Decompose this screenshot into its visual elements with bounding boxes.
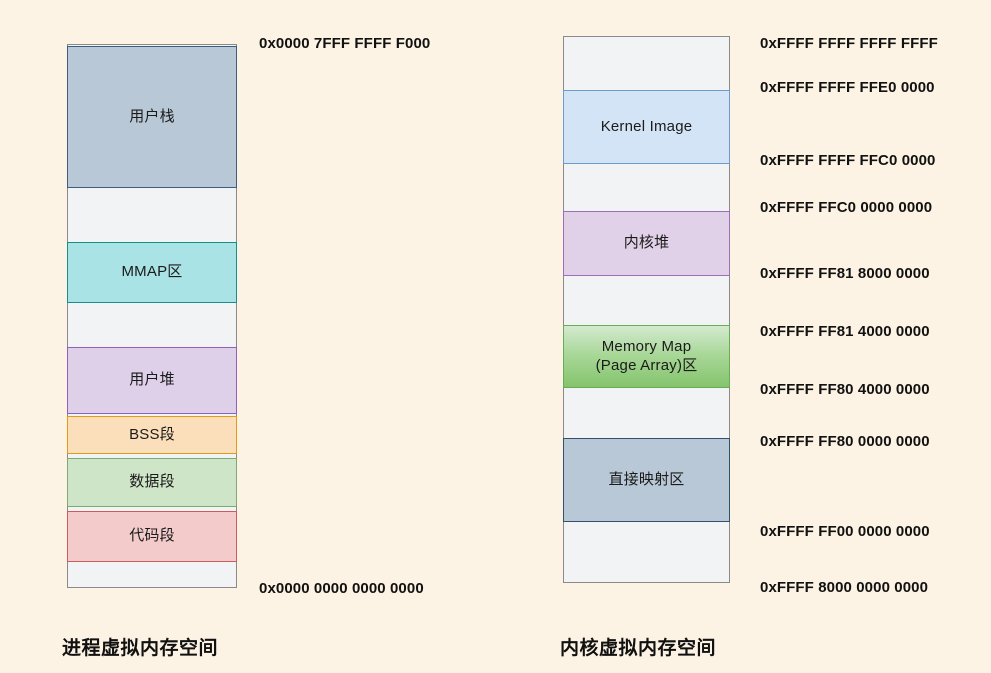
- memory-region: 内核堆: [563, 211, 730, 276]
- kernel-memory-column: Kernel Image 内核堆 Memory Map (Page Array)区直…: [563, 36, 730, 583]
- memory-region-label: 用户堆: [129, 371, 175, 389]
- memory-region: Kernel Image: [563, 90, 730, 164]
- memory-region: 代码段: [67, 511, 237, 562]
- memory-region: Memory Map (Page Array)区: [563, 325, 730, 388]
- memory-region-label: Kernel Image: [600, 117, 693, 135]
- address-label: 0xFFFF FFFF FFFF FFFF: [760, 35, 938, 52]
- memory-region-label: 内核堆: [623, 234, 670, 252]
- memory-region-label: 用户栈: [129, 107, 175, 125]
- memory-region: MMAP区: [67, 242, 237, 303]
- process-memory-column: 用户栈 MMAP区用户堆 BSS段数据段代码段: [67, 44, 237, 588]
- memory-region: 用户堆: [67, 347, 237, 414]
- memory-region: 直接映射区: [563, 438, 730, 522]
- memory-region: 数据段: [67, 458, 237, 507]
- address-label: 0xFFFF FF80 4000 0000: [760, 381, 930, 398]
- address-label: 0xFFFF FF81 8000 0000: [760, 265, 930, 282]
- address-label: 0x0000 7FFF FFFF F000: [259, 35, 431, 52]
- memory-region-label: BSS段: [129, 425, 175, 443]
- address-label: 0xFFFF 8000 0000 0000: [760, 579, 929, 596]
- address-label: 0xFFFF FF80 0000 0000: [760, 433, 930, 450]
- memory-region: BSS段: [67, 416, 237, 454]
- process-space-caption: 进程虚拟内存空间: [62, 638, 219, 659]
- memory-region: 用户栈: [67, 46, 237, 188]
- address-label: 0xFFFF FFFF FFC0 0000: [760, 152, 936, 169]
- memory-region-label: MMAP区: [121, 263, 183, 281]
- kernel-space-caption: 内核虚拟内存空间: [560, 638, 717, 659]
- address-label: 0x0000 0000 0000 0000: [259, 580, 424, 597]
- memory-region-label: Memory Map (Page Array)区: [595, 337, 698, 374]
- memory-region-label: 代码段: [129, 527, 175, 545]
- address-label: 0xFFFF FFFF FFE0 0000: [760, 79, 935, 96]
- address-label: 0xFFFF FFC0 0000 0000: [760, 199, 933, 216]
- memory-region-label: 数据段: [129, 473, 175, 491]
- address-label: 0xFFFF FF00 0000 0000: [760, 523, 930, 540]
- memory-region-label: 直接映射区: [608, 470, 685, 488]
- address-label: 0xFFFF FF81 4000 0000: [760, 323, 930, 340]
